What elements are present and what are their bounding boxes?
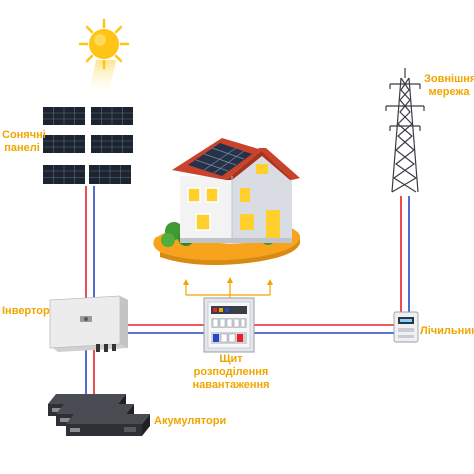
solar-panel-array: [43, 107, 133, 184]
solar-panel-icon: [91, 135, 133, 153]
house-feed-arrows: [183, 277, 273, 300]
wiring: [85, 186, 410, 394]
batteries-label: Акумулятори: [154, 415, 227, 427]
meter-icon: [393, 311, 419, 343]
solar-panel-icon: [91, 107, 133, 125]
solar-panel-icon: [89, 165, 131, 184]
house-icon: [153, 138, 301, 265]
solar-panel-icon: [43, 107, 85, 125]
solar-panels-label: Сонячні панелі: [2, 129, 46, 154]
pylon-icon: [385, 68, 425, 193]
grid-label: Зовнішня мережа: [424, 73, 474, 98]
distribution-board-icon: [203, 297, 255, 353]
battery-stack: [48, 394, 150, 436]
sun-icon: [78, 18, 130, 98]
meter-label: Лічильник: [420, 325, 474, 337]
solar-panel-icon: [43, 135, 85, 153]
battery-icon: [66, 414, 150, 436]
inverter-label: Інвертор: [2, 305, 50, 317]
inverter-icon: [49, 295, 128, 352]
distribution-board-label: Щит розподілення навантаження: [192, 353, 270, 391]
solar-panel-icon: [43, 165, 85, 184]
